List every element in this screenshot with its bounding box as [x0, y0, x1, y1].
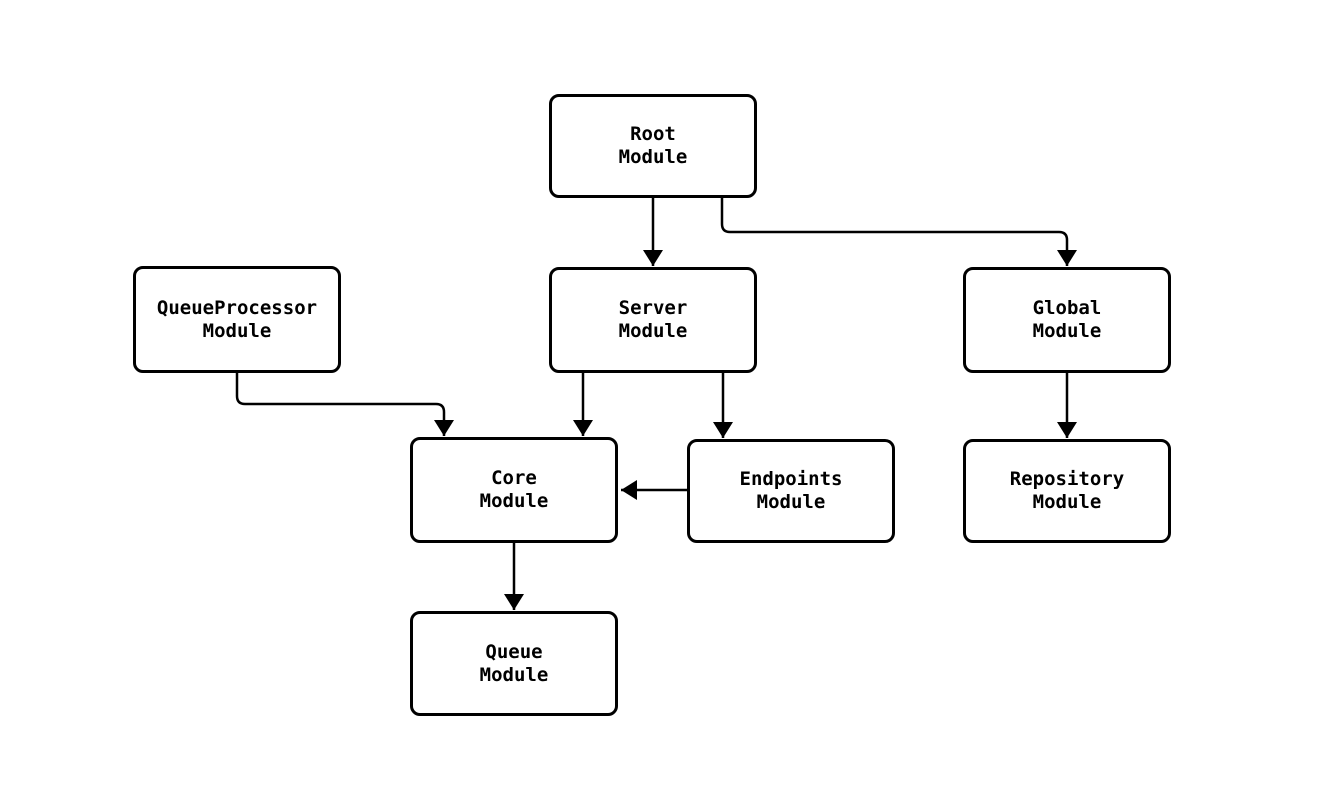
node-queueprocessor-module: QueueProcessor Module [133, 266, 341, 373]
node-label: Module [1032, 491, 1102, 513]
node-server-module: Server Module [549, 267, 757, 373]
node-global-module: Global Module [963, 267, 1171, 373]
node-label: Global [1032, 297, 1102, 319]
node-label: Module [479, 663, 549, 686]
node-label: Core [491, 467, 537, 489]
edge-queueprocessor-to-core [235, 373, 454, 436]
node-label: Module [618, 320, 688, 342]
node-label: Root [630, 123, 676, 145]
node-label: Module [618, 146, 688, 168]
node-repository-module: Repository Module [963, 439, 1171, 543]
node-core-module: Core Module [410, 437, 618, 543]
node-label: Module [1032, 320, 1102, 342]
node-label: Module [756, 491, 826, 513]
node-label: Queue [485, 640, 543, 663]
node-label: QueueProcessor [156, 296, 318, 319]
node-queue-module: Queue Module [410, 611, 618, 716]
node-root-module: Root Module [549, 94, 757, 198]
edge-root-to-global [720, 198, 1077, 266]
node-endpoints-module: Endpoints Module [687, 439, 895, 543]
node-label: Module [479, 490, 549, 512]
node-label: Endpoints [739, 468, 843, 490]
node-label: Module [202, 319, 272, 342]
node-label: Repository [1009, 468, 1125, 490]
node-label: Server [618, 297, 688, 319]
